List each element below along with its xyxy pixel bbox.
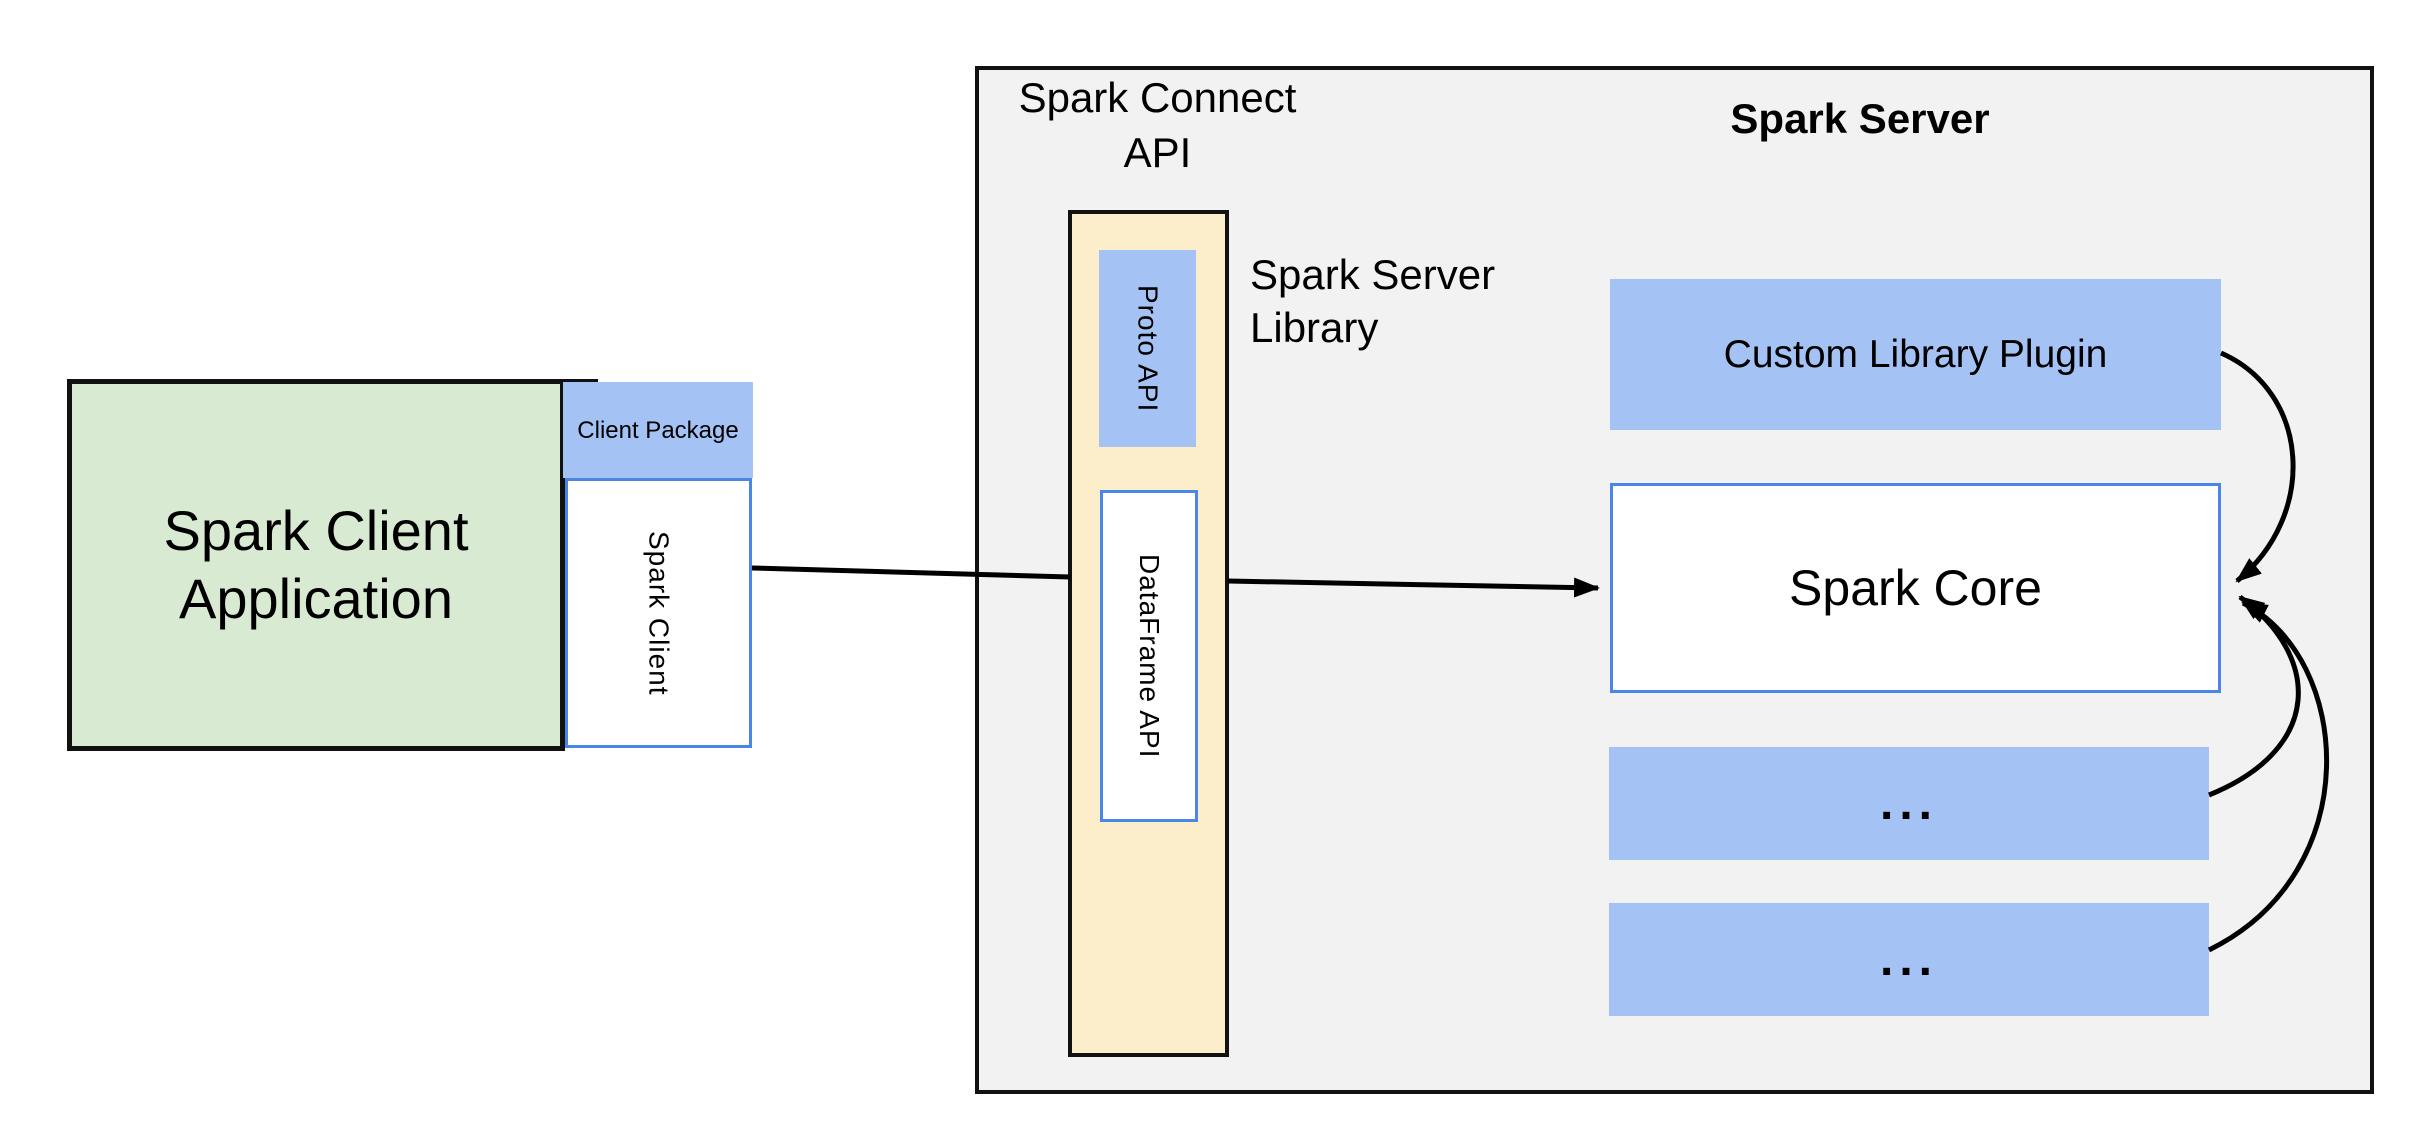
spark-server-library-caption: Spark Server Library xyxy=(1250,251,1496,351)
spark-connect-api-title: Spark Connect API xyxy=(1018,74,1297,176)
more-plugins-box-2: ... xyxy=(1609,903,2209,1016)
green-box-border-remnant xyxy=(565,379,598,384)
spark-client-box: Spark Client xyxy=(565,478,752,748)
spark-core-box: Spark Core xyxy=(1610,483,2221,693)
spark-client-application-box xyxy=(67,379,565,751)
dataframe-api-box: DataFrame API xyxy=(1100,490,1198,822)
dataframe-api-label: DataFrame API xyxy=(1134,553,1165,759)
client-package-box: Client Package xyxy=(563,382,753,478)
proto-api-box: Proto API xyxy=(1099,250,1196,447)
spark-server-title: Spark Server xyxy=(1730,95,1990,142)
spark-client-label: Spark Client xyxy=(643,530,675,696)
proto-api-label: Proto API xyxy=(1132,284,1164,413)
more-plugins-box-1: ... xyxy=(1609,747,2209,860)
ellipsis-label: ... xyxy=(1879,776,1938,830)
ellipsis-label: ... xyxy=(1879,932,1938,986)
spark-client-application-label: Spark Client Application xyxy=(163,499,469,630)
custom-library-plugin-box: Custom Library Plugin xyxy=(1610,279,2221,430)
